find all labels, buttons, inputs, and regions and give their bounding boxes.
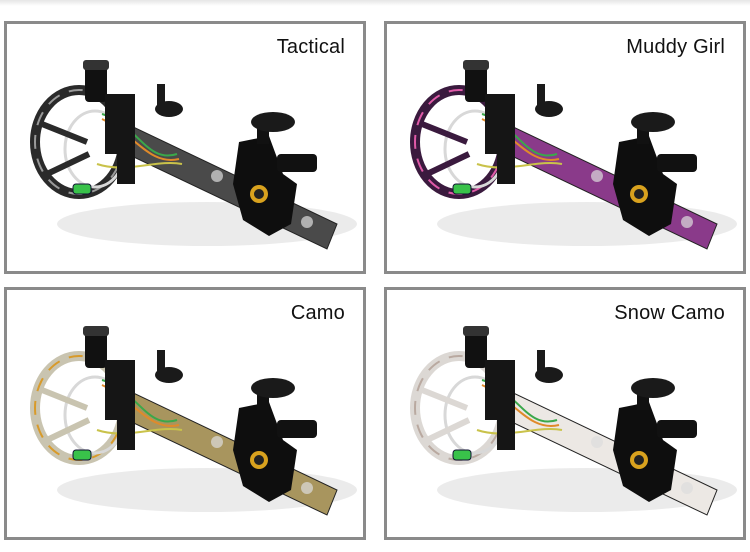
knob-cap [83,326,109,336]
bar-hole [681,482,693,494]
fiber-yellow [96,428,183,435]
elevation-knob [465,330,487,368]
bottom-knob [497,420,515,450]
variant-label: Snow Camo [614,302,725,324]
variant-card-tactical[interactable]: Tactical [4,21,366,274]
variant-label: Tactical [276,36,345,58]
spoke [425,417,471,443]
variant-label: Camo [290,302,345,324]
thumb-screw [631,378,675,398]
windage-knob [155,101,183,117]
mount-star-knob [613,136,677,236]
spoke [40,387,89,411]
mount-star-knob [233,402,297,502]
post [157,84,165,106]
bracket [105,360,135,420]
spoke [45,417,91,443]
spoke [420,121,469,145]
bow-sight [410,326,737,516]
bow-sight-image [410,60,737,250]
bow-sight [30,60,357,250]
bracket [105,94,135,154]
mount-clamp [277,420,317,438]
bottom-knob [497,154,515,184]
variant-card-snow-camo[interactable]: Snow Camo [384,287,746,540]
variant-card-muddy-girl[interactable]: Muddy Girl [384,21,746,274]
elevation-knob [85,64,107,102]
thumb-screw [251,112,295,132]
level-bubble [72,183,92,195]
bar-hole [591,170,603,182]
logo-mark [254,189,264,199]
windage-knob [535,101,563,117]
bar-hole [211,170,223,182]
mount-star-knob [233,136,297,236]
fiber-yellow [96,162,183,169]
spoke [40,121,89,145]
bar-hole [591,436,603,448]
logo-mark [634,455,644,465]
thumb-screw [631,112,675,132]
bow-sight [30,326,357,516]
windage-knob [535,367,563,383]
bar-hole [301,482,313,494]
knob-cap [463,326,489,336]
elevation-knob [85,330,107,368]
bow-sight-image [410,326,737,516]
spoke [420,387,469,411]
bow-sight [410,60,737,250]
bottom-knob [117,420,135,450]
knob-cap [83,60,109,70]
post [157,350,165,372]
post [537,84,545,106]
bow-sight-image [30,326,357,516]
knob-cap [463,60,489,70]
fiber-yellow [476,162,563,169]
variant-label: Muddy Girl [626,36,725,58]
thumb-screw [251,378,295,398]
mount-clamp [277,154,317,172]
spoke [425,151,471,177]
bottom-knob [117,154,135,184]
post [537,350,545,372]
fiber-yellow [476,428,563,435]
top-shadow [0,0,750,6]
variant-card-camo[interactable]: Camo [4,287,366,540]
bow-sight-image [30,60,357,250]
bar-hole [211,436,223,448]
bracket [485,360,515,420]
mount-star-knob [613,402,677,502]
level-bubble [452,183,472,195]
bar-hole [681,216,693,228]
windage-knob [155,367,183,383]
bar-hole [301,216,313,228]
logo-mark [254,455,264,465]
level-bubble [452,449,472,461]
spoke [45,151,91,177]
level-bubble [72,449,92,461]
bracket [485,94,515,154]
logo-mark [634,189,644,199]
mount-clamp [657,154,697,172]
mount-clamp [657,420,697,438]
elevation-knob [465,64,487,102]
